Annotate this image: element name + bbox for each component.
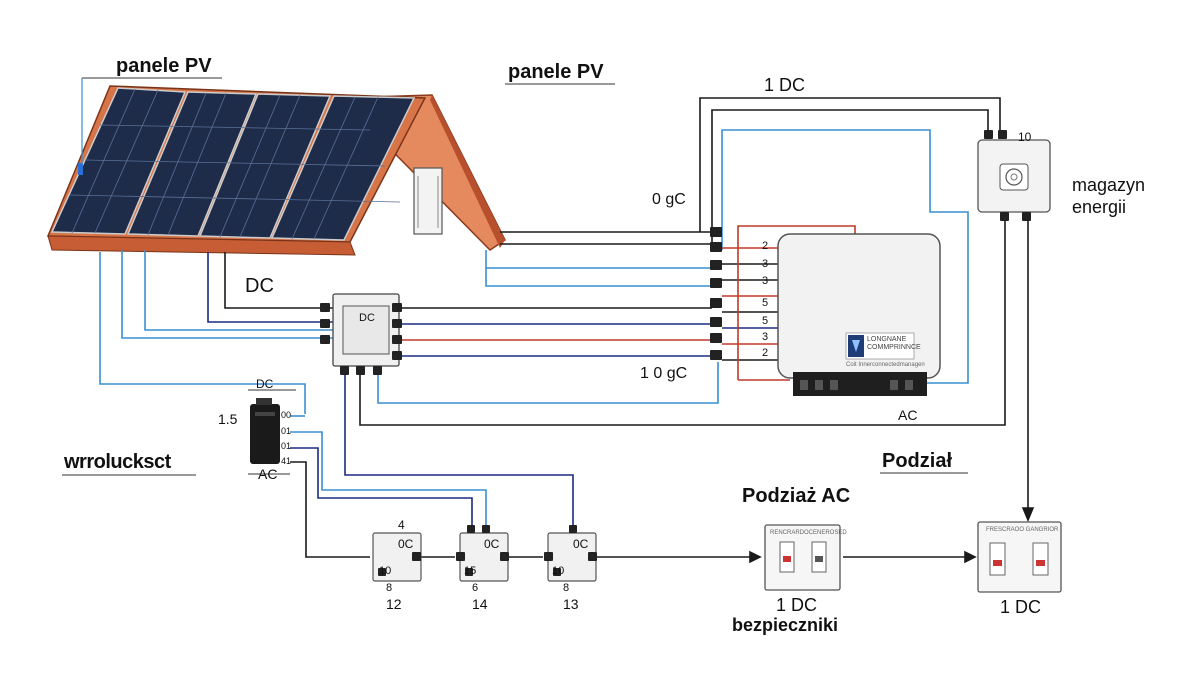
junction-mid-label: 0C [484, 537, 500, 551]
ac-box-right-title: FRESCRAOO GANGRIOR [986, 527, 1059, 533]
dc-top-label: 1 DC [764, 75, 806, 95]
junction-below-label: 6 [472, 582, 479, 594]
podzial-label: Podział [882, 450, 953, 472]
panels-label-left: panele PV [116, 55, 212, 77]
podzial-ac-label: Podziaż AC [742, 485, 851, 507]
panel-connector [78, 163, 83, 175]
inverter-pin-number: 3 [762, 331, 769, 343]
wrolu-label: wrrolucksct [64, 451, 171, 473]
dc-left-label: DC [245, 275, 274, 297]
inverter-pin-number: 2 [762, 347, 769, 359]
dc-combiner-box [320, 293, 402, 375]
energy-storage [977, 130, 1051, 221]
junction-inner-label: 15 [464, 565, 477, 577]
junction-mid-label: 0C [573, 537, 589, 551]
inverter-brand: LONGNANE COMMPRINNCE [867, 336, 921, 352]
inverter-pin-number: 2 [762, 240, 769, 252]
inverter-pin-number: 3 [762, 258, 769, 270]
inverter-pin-number: 3 [762, 275, 769, 287]
junction-inner-label: 10 [552, 565, 565, 577]
junction-number-label: 14 [472, 596, 488, 612]
battery-pin: 41 [281, 456, 292, 466]
ac-breaker-right [977, 521, 1062, 593]
battery-pin: 00 [281, 410, 292, 420]
dc-10-label: 10 [1018, 130, 1032, 144]
zero-gc-label: 0 gC [652, 191, 686, 208]
junction-mid-label: 0C [398, 537, 414, 551]
pv-panels [50, 87, 416, 241]
dc-breaker-label: 1 DC [776, 595, 818, 615]
inverter-ac-label: AC [898, 407, 918, 423]
storage-label: magazyn energii [1072, 175, 1146, 217]
junction-boxes [372, 525, 597, 582]
battery [248, 389, 296, 475]
battery-number-label: 1.5 [218, 411, 238, 427]
battery-pin: 01 [281, 426, 292, 436]
bezpieczniki-label: bezpieczniki [732, 615, 839, 635]
ac-box-left-title: RENCRARDOCENEROSED [770, 530, 847, 536]
battery-ac-label: AC [258, 466, 278, 482]
junction-inner-label: 10 [379, 565, 392, 577]
inverter [777, 233, 941, 396]
inverter-subtext: Coit Innerconnectedmanagen [846, 362, 925, 368]
panels-label-top: panele PV [508, 61, 604, 83]
pv-panel [126, 91, 258, 237]
battery-dc-label: DC [256, 377, 274, 391]
pv-panel [198, 93, 332, 239]
junction-top-label: 4 [398, 518, 405, 532]
junction-number-label: 13 [563, 596, 579, 612]
combiner-dc-label: DC [359, 312, 375, 324]
house-window [413, 167, 443, 235]
dc-right-breaker-label: 1 DC [1000, 597, 1042, 617]
inverter-pin-number: 5 [762, 297, 769, 309]
ac-breaker-left [764, 524, 841, 591]
inverter-terminals [710, 227, 722, 360]
inverter-pin-number: 5 [762, 315, 769, 327]
junction-below-label: 8 [386, 582, 393, 594]
junction-below-label: 8 [563, 582, 570, 594]
ten-gc-label: 1 0 gC [640, 365, 688, 382]
battery-pin: 01 [281, 441, 292, 451]
junction-number-label: 12 [386, 596, 402, 612]
